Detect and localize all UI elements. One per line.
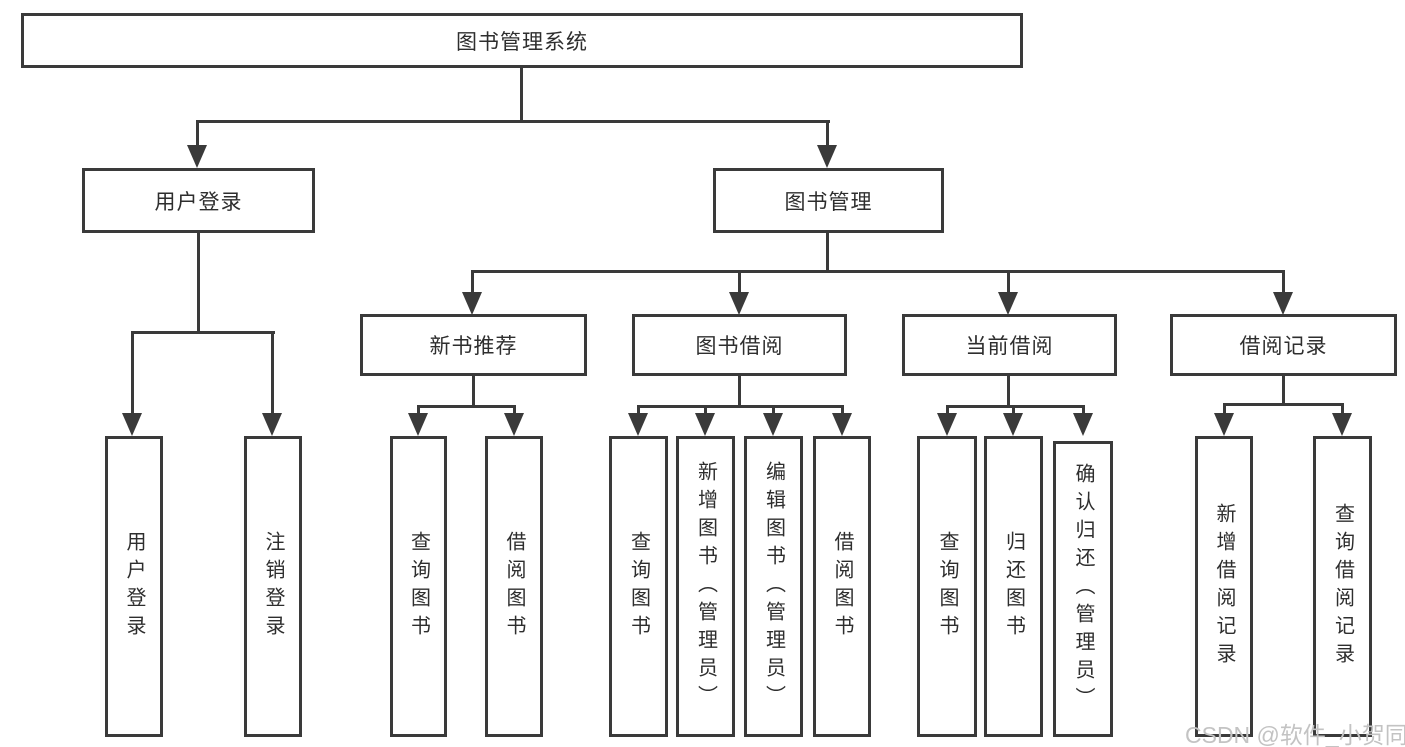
connector-vline — [1007, 270, 1010, 294]
arrowhead-down — [504, 413, 524, 436]
arrowhead-down — [262, 413, 282, 436]
arrowhead-down — [122, 413, 142, 436]
connector-vline — [826, 120, 829, 147]
connector-vline — [826, 233, 829, 272]
arrowhead-down — [817, 145, 837, 168]
connector-hline — [196, 120, 830, 123]
leaf-borrow-books-recommend: 借阅图书 — [485, 436, 543, 737]
connector-vline — [197, 233, 200, 333]
node-label: 用户登录 — [154, 190, 243, 214]
connector-vline — [772, 405, 775, 417]
node-label: 借阅图书 — [831, 530, 853, 643]
connector-vline — [1082, 405, 1085, 417]
connector-vline — [841, 405, 844, 417]
node-library-management-system: 图书管理系统 — [21, 13, 1023, 68]
arrowhead-down — [832, 413, 852, 436]
arrowhead-down — [1332, 413, 1352, 436]
connector-hline — [131, 331, 275, 334]
node-label: 当前借阅 — [965, 335, 1054, 358]
connector-vline — [417, 405, 420, 417]
node-book-borrowing: 图书借阅 — [632, 314, 847, 376]
arrowhead-down — [937, 413, 957, 436]
leaf-query-books-borrowing: 查询图书 — [609, 436, 668, 737]
connector-vline — [271, 331, 274, 415]
leaf-user-login: 用户登录 — [105, 436, 163, 737]
node-label: 借阅记录 — [1239, 335, 1328, 358]
node-new-book-recommend: 新书推荐 — [360, 314, 587, 376]
node-current-borrowing: 当前借阅 — [902, 314, 1117, 376]
node-label: 查询图书 — [407, 530, 430, 643]
connector-vline — [1282, 376, 1285, 405]
node-book-management: 图书管理 — [713, 168, 944, 233]
connector-vline — [513, 405, 516, 417]
node-label: 新书推荐 — [429, 335, 518, 358]
arrowhead-down — [763, 413, 783, 436]
connector-vline — [520, 68, 523, 122]
arrowhead-down — [1003, 413, 1023, 436]
arrowhead-down — [408, 413, 428, 436]
leaf-borrow-books: 借阅图书 — [813, 436, 871, 737]
arrowhead-down — [462, 292, 482, 315]
leaf-logout: 注销登录 — [244, 436, 302, 737]
connector-vline — [1012, 405, 1015, 417]
connector-vline — [704, 405, 707, 417]
connector-vline — [738, 270, 741, 294]
connector-vline — [471, 270, 474, 294]
leaf-confirm-return-admin: 确认归还（管理员） — [1053, 441, 1113, 737]
connector-vline — [1341, 403, 1344, 417]
connector-hline — [637, 405, 844, 408]
arrowhead-down — [998, 292, 1018, 315]
node-label: 新增图书（管理员） — [694, 460, 717, 713]
connector-vline — [946, 405, 949, 417]
leaf-add-borrow-record: 新增借阅记录 — [1195, 436, 1253, 737]
connector-vline — [1223, 403, 1226, 417]
connector-vline — [196, 120, 199, 147]
connector-hline — [946, 405, 1085, 408]
connector-vline — [637, 405, 640, 417]
node-label: 借阅图书 — [503, 530, 525, 643]
node-borrowing-records: 借阅记录 — [1170, 314, 1397, 376]
connector-vline — [472, 376, 475, 407]
arrowhead-down — [695, 413, 715, 436]
arrowhead-down — [1273, 292, 1293, 315]
node-label: 查询借阅记录 — [1331, 502, 1354, 671]
arrowhead-down — [729, 292, 749, 315]
node-label: 图书管理 — [784, 190, 873, 214]
node-label: 用户登录 — [123, 530, 145, 643]
connector-hline — [417, 405, 516, 408]
node-label: 新增借阅记录 — [1213, 502, 1235, 671]
arrowhead-down — [628, 413, 648, 436]
connector-hline — [471, 270, 1285, 273]
csdn-watermark: CSDN @软件_小贺同学 — [1185, 722, 1405, 747]
connector-hline — [1223, 403, 1344, 406]
leaf-return-books: 归还图书 — [984, 436, 1043, 737]
connector-vline — [1007, 376, 1010, 407]
arrowhead-down — [187, 145, 207, 168]
node-label: 图书借阅 — [695, 335, 784, 358]
node-label: 归还图书 — [1002, 530, 1025, 643]
node-label: 查询图书 — [627, 530, 650, 643]
node-label: 确认归还（管理员） — [1072, 463, 1094, 715]
leaf-query-books-recommend: 查询图书 — [390, 436, 447, 737]
node-label: 注销登录 — [262, 530, 284, 643]
node-user-login: 用户登录 — [82, 168, 315, 233]
connector-vline — [131, 331, 134, 415]
arrowhead-down — [1214, 413, 1234, 436]
connector-vline — [1282, 270, 1285, 294]
arrowhead-down — [1073, 413, 1093, 436]
leaf-add-books-admin: 新增图书（管理员） — [676, 436, 735, 737]
leaf-query-borrow-record: 查询借阅记录 — [1313, 436, 1372, 737]
node-label: 图书管理系统 — [456, 30, 588, 54]
leaf-edit-books-admin: 编辑图书（管理员） — [744, 436, 803, 737]
node-label: 查询图书 — [936, 530, 958, 643]
leaf-query-books-current: 查询图书 — [917, 436, 977, 737]
connector-vline — [738, 376, 741, 407]
node-label: 编辑图书（管理员） — [762, 460, 785, 713]
